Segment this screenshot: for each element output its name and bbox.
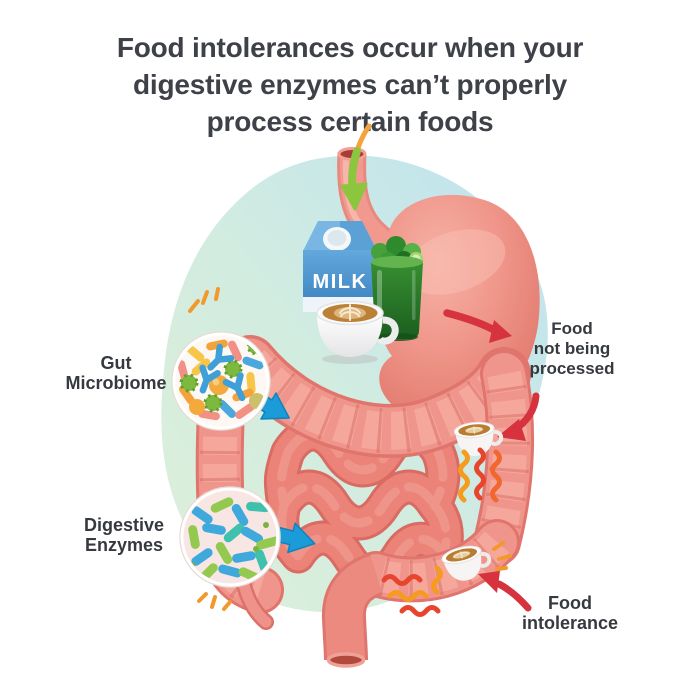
latte-art	[334, 304, 366, 321]
red-arrow-intolerance-icon	[478, 571, 532, 612]
rectum	[329, 574, 377, 666]
title-line: process certain foods	[206, 105, 494, 137]
red-arrow-not-processed-icon	[443, 309, 512, 343]
rectum-opening	[326, 652, 366, 668]
label-line: Digestive	[83, 515, 165, 535]
gut-microbiome-lens	[171, 287, 271, 431]
enzyme-cluster	[188, 497, 276, 583]
title-line: Food intolerances occur when your	[116, 32, 584, 63]
gut-microbiome-label: Gut Microbiome	[38, 353, 194, 394]
label-line: intolerance	[521, 613, 619, 634]
digestive-enzymes-lens	[179, 486, 281, 611]
food-not-processed-label: Food not being processed	[508, 319, 636, 379]
label-line: processed	[529, 359, 615, 379]
title-line: digestive enzymes can’t properly	[133, 68, 567, 100]
digestive-enzymes-label: Digestive Enzymes	[46, 515, 202, 556]
swallow-arrow-icon	[340, 123, 372, 211]
sparks-icon	[188, 287, 220, 313]
label-line: Food	[548, 593, 592, 613]
page-title: Food intolerances occur when your digest…	[0, 30, 700, 141]
sparks-icon	[197, 592, 232, 611]
label-line: Gut	[100, 353, 132, 373]
milk-carton-label: MILK	[313, 271, 368, 293]
irritation-squiggles-colon	[458, 447, 502, 503]
latte-cup	[316, 300, 399, 364]
label-line: Microbiome	[65, 373, 167, 394]
food-intolerance-label: Food intolerance	[498, 593, 642, 634]
sparks-icon	[492, 541, 512, 571]
microbe-cluster	[177, 338, 265, 421]
red-arrow-colon-cup-icon	[497, 392, 540, 441]
label-line: not being	[533, 339, 611, 359]
label-line: Enzymes	[84, 535, 164, 556]
milk-carton: MILK	[303, 221, 377, 312]
irritation-squiggles-sigmoid	[381, 565, 443, 617]
label-line: Food	[551, 319, 593, 338]
